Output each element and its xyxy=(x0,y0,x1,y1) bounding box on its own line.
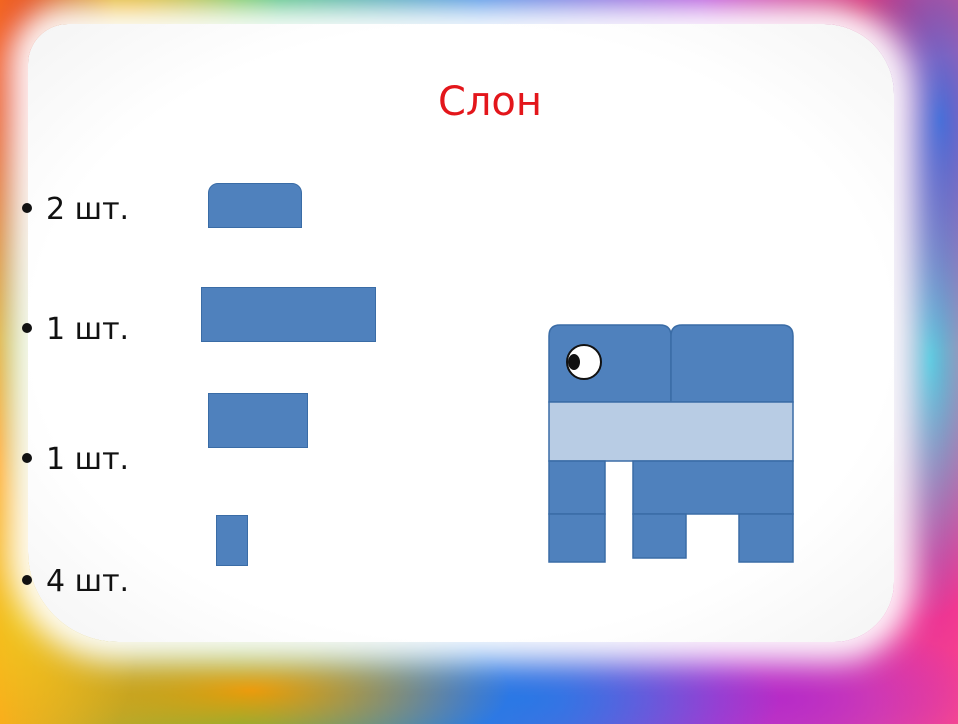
bullet-dot-icon xyxy=(22,202,32,213)
brick-rounded-top xyxy=(208,183,302,228)
elephant-trunk-lower xyxy=(548,513,606,563)
bullet-label: 4 шт. xyxy=(46,564,130,599)
brick-small xyxy=(216,515,248,566)
bullet-dot-icon xyxy=(22,322,32,333)
bullet-item: 4 шт. xyxy=(22,562,129,602)
brick-long xyxy=(201,287,376,342)
elephant-back-leg xyxy=(738,513,794,563)
elephant-trunk-upper xyxy=(548,460,606,515)
bullet-item: 1 шт. xyxy=(22,440,129,480)
eye-icon xyxy=(566,344,602,380)
brick-medium xyxy=(208,393,308,448)
elephant-figure xyxy=(548,324,794,564)
bullet-dot-icon xyxy=(22,574,32,585)
elephant-back-block xyxy=(670,324,794,403)
elephant-front-leg xyxy=(632,513,687,559)
elephant-svg xyxy=(548,324,794,563)
elephant-body-block xyxy=(548,401,794,462)
bullet-item: 1 шт. xyxy=(22,310,129,350)
eye-pupil xyxy=(568,354,580,370)
bullet-label: 1 шт. xyxy=(46,442,130,477)
slide-title: Слон xyxy=(437,79,543,125)
bullet-dot-icon xyxy=(22,452,32,463)
bullet-label: 2 шт. xyxy=(46,192,130,227)
elephant-leg-bar xyxy=(632,460,794,515)
bullet-item: 2 шт. xyxy=(22,190,129,230)
bullet-label: 1 шт. xyxy=(46,312,130,347)
